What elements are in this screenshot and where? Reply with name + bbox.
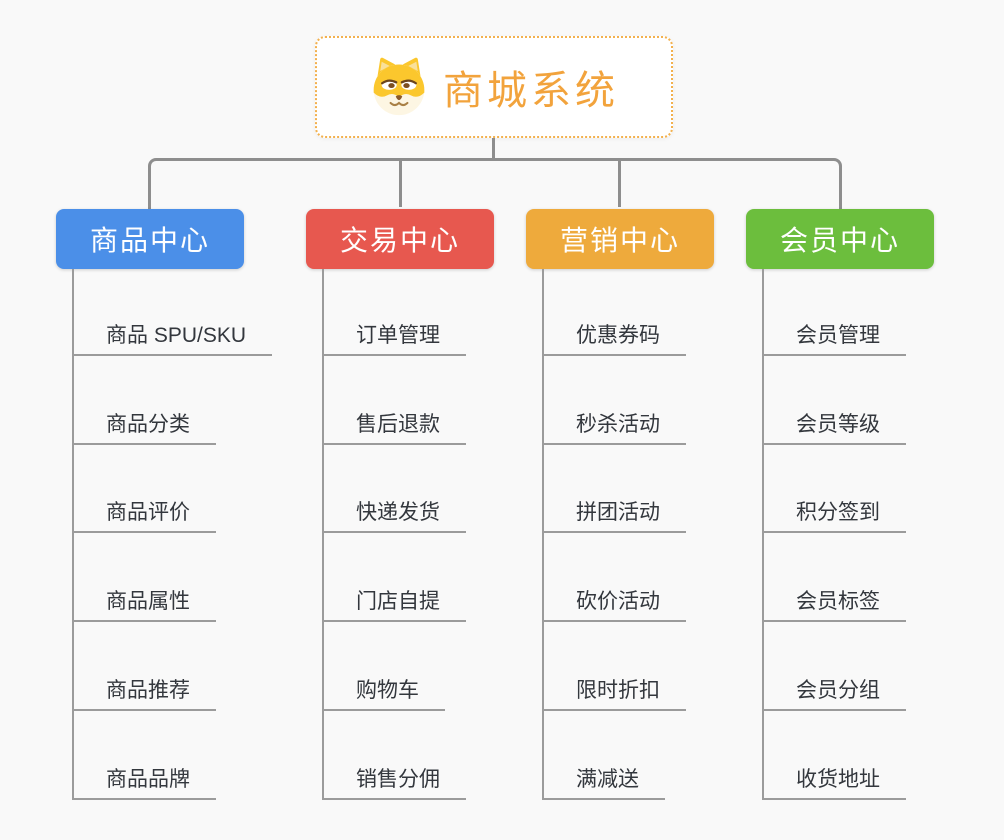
branch-spine <box>762 269 764 800</box>
branch-column-marketing: 营销中心 优惠券码 秒杀活动 拼团活动 砍价活动 限时折扣 满减送 <box>526 0 782 840</box>
root-node[interactable]: 商城系统 <box>315 36 673 138</box>
leaf-node[interactable]: 快递发货 <box>322 498 466 533</box>
leaf-node[interactable]: 优惠券码 <box>542 321 686 356</box>
leaf-node[interactable]: 砍价活动 <box>542 587 686 622</box>
leaf-node[interactable]: 会员等级 <box>762 410 906 445</box>
branch-column-member: 会员中心 会员管理 会员等级 积分签到 会员标签 会员分组 收货地址 <box>746 0 1002 840</box>
leaf-node[interactable]: 商品推荐 <box>72 676 216 711</box>
connector-bracket <box>148 158 842 210</box>
leaf-node[interactable]: 限时折扣 <box>542 676 686 711</box>
leaf-node[interactable]: 商品 SPU/SKU <box>72 321 273 356</box>
leaf-node[interactable]: 会员分组 <box>762 676 906 711</box>
leaf-node[interactable]: 秒杀活动 <box>542 410 686 445</box>
branch-node-trade[interactable]: 交易中心 <box>306 209 494 269</box>
branch-node-member[interactable]: 会员中心 <box>746 209 934 269</box>
root-title: 商城系统 <box>443 69 619 113</box>
leaf-node[interactable]: 订单管理 <box>322 321 466 356</box>
branch-node-product[interactable]: 商品中心 <box>56 209 244 269</box>
leaf-node[interactable]: 收货地址 <box>762 765 906 800</box>
branch-spine <box>542 269 544 800</box>
doge-icon <box>369 56 429 118</box>
branch-column-product: 商品中心 商品 SPU/SKU 商品分类 商品评价 商品属性 商品推荐 商品品牌 <box>56 0 312 840</box>
branch-spine <box>322 269 324 800</box>
leaf-node[interactable]: 销售分佣 <box>322 765 466 800</box>
leaf-node[interactable]: 购物车 <box>322 676 445 711</box>
leaf-node[interactable]: 商品属性 <box>72 587 216 622</box>
connector-stub-marketing <box>618 160 621 207</box>
leaf-node[interactable]: 售后退款 <box>322 410 466 445</box>
branch-node-marketing[interactable]: 营销中心 <box>526 209 714 269</box>
leaf-node[interactable]: 会员管理 <box>762 321 906 356</box>
leaf-node[interactable]: 门店自提 <box>322 587 466 622</box>
connector-stub-trade <box>399 160 402 207</box>
leaf-node[interactable]: 会员标签 <box>762 587 906 622</box>
branch-spine <box>72 269 74 800</box>
leaf-node[interactable]: 商品分类 <box>72 410 216 445</box>
leaf-node[interactable]: 满减送 <box>542 765 665 800</box>
connector-root-stem <box>492 138 495 161</box>
leaf-node[interactable]: 商品品牌 <box>72 765 216 800</box>
leaf-node[interactable]: 拼团活动 <box>542 498 686 533</box>
branch-column-trade: 交易中心 订单管理 售后退款 快递发货 门店自提 购物车 销售分佣 <box>306 0 562 840</box>
leaf-node[interactable]: 积分签到 <box>762 498 906 533</box>
leaf-node[interactable]: 商品评价 <box>72 498 216 533</box>
